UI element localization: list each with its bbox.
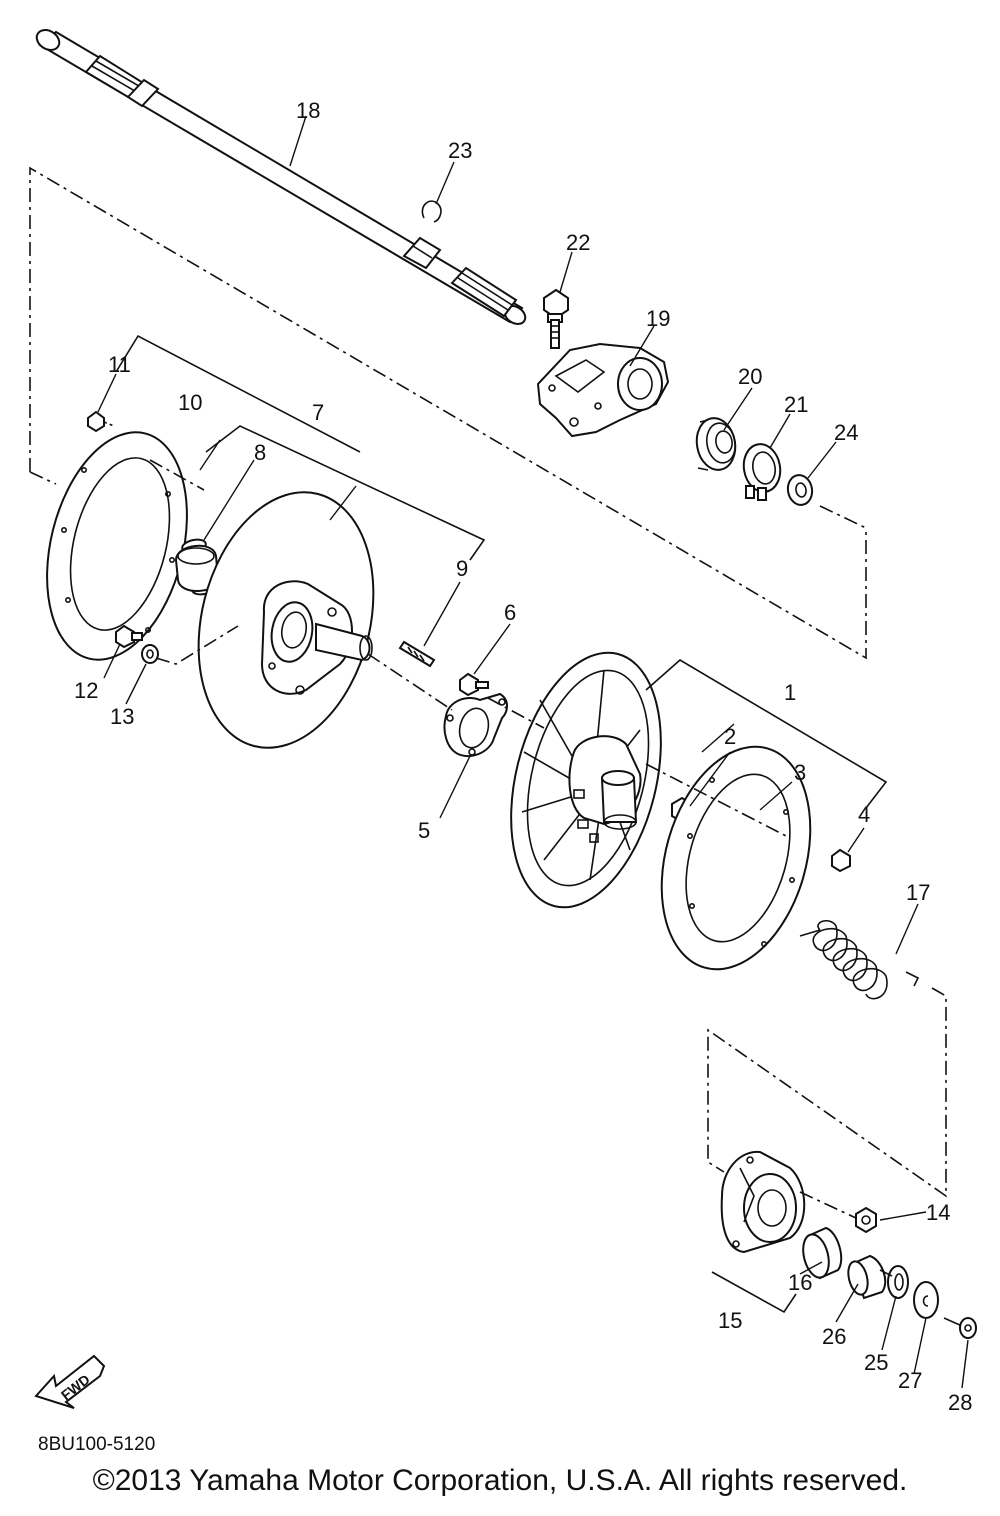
- callout-19: 19: [646, 306, 670, 331]
- sheave-plate-10[interactable]: [25, 417, 209, 674]
- nut-14[interactable]: [855, 1206, 877, 1234]
- callout-27: 27: [898, 1368, 922, 1393]
- callout-22: 22: [566, 230, 590, 255]
- callout-4: 4: [858, 802, 870, 827]
- cam-plate-5[interactable]: [443, 692, 508, 757]
- callout-20: 20: [738, 364, 762, 389]
- copyright-notice: ©2013 Yamaha Motor Corporation, U.S.A. A…: [92, 1464, 908, 1497]
- callout-3: 3: [794, 760, 806, 785]
- callout-6: 6: [504, 600, 516, 625]
- callout-1: 1: [784, 680, 796, 705]
- callout-13: 13: [110, 704, 134, 729]
- snap-ring[interactable]: [740, 441, 784, 501]
- callout-11: 11: [108, 352, 131, 377]
- pin-9[interactable]: [398, 640, 436, 668]
- callout-28: 28: [948, 1390, 972, 1415]
- sheave-plate-3[interactable]: [637, 729, 834, 987]
- fixed-sheave[interactable]: [487, 637, 686, 923]
- bolt-11[interactable]: [87, 410, 115, 433]
- callout-2: 2: [724, 724, 736, 749]
- torque-spring[interactable]: [799, 919, 920, 1000]
- callout-25: 25: [864, 1350, 888, 1375]
- sliding-sheave[interactable]: [173, 474, 399, 767]
- circlip[interactable]: [421, 200, 442, 223]
- callout-15: 15: [718, 1308, 742, 1333]
- callout-8: 8: [254, 440, 266, 465]
- callout-leaders: [97, 115, 969, 1389]
- assembly-guide-lines: [29, 166, 947, 1314]
- bushing-16[interactable]: [799, 1226, 843, 1280]
- ball-bearing[interactable]: [693, 415, 739, 473]
- callout-7: 7: [312, 400, 324, 425]
- callout-9: 9: [456, 556, 468, 581]
- callout-5: 5: [418, 818, 430, 843]
- callout-10: 10: [178, 390, 202, 415]
- washer-27[interactable]: [913, 1281, 939, 1319]
- callout-21: 21: [784, 392, 808, 417]
- callout-12: 12: [74, 678, 98, 703]
- callout-14: 14: [926, 1200, 950, 1225]
- callout-26: 26: [822, 1324, 846, 1349]
- callout-17: 17: [906, 880, 930, 905]
- nut-13[interactable]: [141, 644, 159, 664]
- washer-24[interactable]: [786, 473, 815, 507]
- bolt-4[interactable]: [831, 848, 851, 873]
- diagram-code: 8BU100-5120: [38, 1434, 156, 1455]
- callout-23: 23: [448, 138, 472, 163]
- secondary-shaft[interactable]: [33, 26, 529, 328]
- bolt-6[interactable]: [459, 672, 489, 697]
- callout-18: 18: [296, 98, 320, 123]
- bolt-22[interactable]: [543, 288, 569, 349]
- washer-25[interactable]: [887, 1265, 909, 1299]
- bearing-housing[interactable]: [536, 342, 670, 438]
- callout-16: 16: [788, 1270, 812, 1295]
- forward-arrow-icon: FWD: [34, 1354, 106, 1409]
- callout-24: 24: [834, 420, 858, 445]
- callout-labels: 18 23 22 19 20 21 24 11 10 7 8 9 6 12 13…: [74, 98, 972, 1415]
- collar-26[interactable]: [845, 1254, 887, 1300]
- bolt-12[interactable]: [115, 624, 143, 649]
- bolt-28[interactable]: [943, 1317, 977, 1339]
- torque-cam[interactable]: [720, 1150, 806, 1254]
- bushing-8[interactable]: [174, 538, 220, 597]
